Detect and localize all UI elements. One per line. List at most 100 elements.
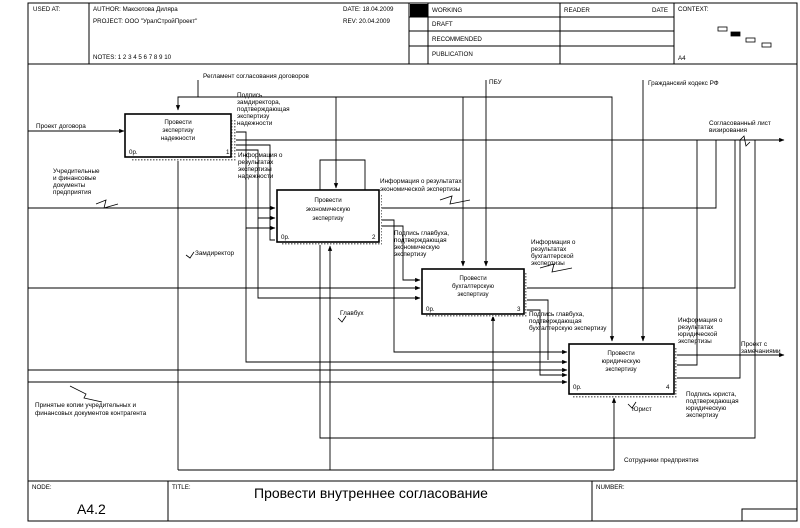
activity-title-line: экспертизу [605, 366, 637, 373]
label-podpis-zam-line: Подпись [237, 92, 263, 99]
label-info-nadezh-line: Информация о [238, 152, 283, 159]
label-info-buh-line: бухгалтерской [531, 252, 574, 260]
label-podpis-glavbuh-buh-line: бухгалтерскую экспертизу [529, 324, 607, 332]
activity-cost: 0р. [129, 149, 138, 156]
label-proekt-zamech-line: замечаниями [741, 348, 781, 355]
context-node: A4 [678, 55, 686, 62]
revision: REV: 20.04.2009 [343, 18, 390, 25]
label-podpis-glavbuh-buh-line: подтверждающая [529, 318, 582, 325]
label-info-yur-line: юридической [678, 330, 718, 338]
status-recommended: RECOMMENDED [432, 36, 482, 43]
label-podpis-yurist-line: подтверждающая [686, 398, 739, 405]
label-gk: Гражданский кодекс РФ [648, 79, 719, 87]
label-soglasovan-line: Согласованный лист [709, 119, 771, 127]
header: USED AT: AUTHOR: Максютова Диляра PROJEC… [28, 3, 797, 65]
label-info-buh-line: результатах [531, 246, 567, 253]
activity-title-line: юридическую [602, 358, 641, 365]
label-info-nadezh-line: надежности [238, 173, 274, 180]
context-label: CONTEXT: [678, 6, 709, 13]
date: DATE: 18.04.2009 [343, 6, 394, 13]
label-yurist: Юрист [632, 406, 652, 413]
author: AUTHOR: Максютова Диляра [93, 6, 178, 13]
activity-title-line: Провести [164, 119, 192, 126]
activity-title-line: Провести [314, 197, 342, 204]
activity-box[interactable] [568, 343, 675, 395]
label-podpis-zam-line: замдиректора, [237, 99, 281, 106]
reader-label: READER [564, 7, 590, 14]
label-pbu: ПБУ [489, 79, 503, 86]
activity-number: 1 [226, 149, 230, 156]
activity-box[interactable] [124, 113, 232, 158]
activity-title-line: бухгалтерскую [452, 283, 494, 290]
activity-cost: 0р. [281, 234, 290, 241]
label-info-buh-line: Информация о [531, 239, 576, 246]
used-at-label: USED AT: [33, 6, 60, 13]
label-glavbuh: Главбух [340, 309, 364, 317]
activity-title-line: экспертизу [312, 215, 344, 222]
label-podpis-yurist-line: экспертизу [686, 412, 719, 419]
working-marker [410, 4, 428, 17]
activity-box[interactable] [421, 268, 525, 315]
footer: NODE: A4.2 TITLE: Провести внутреннее со… [28, 480, 798, 522]
title-label: TITLE: [172, 484, 191, 491]
label-podpis-zam-line: экспертизу [237, 113, 270, 120]
activity-title-line: экспертизу [162, 127, 194, 134]
activity-title-line: надежности [161, 135, 196, 142]
context-thumbnail [717, 26, 772, 48]
label-podpis-yurist-line: Подпись юриста, [686, 391, 737, 398]
label-podpis-glavbuh-econ-line: подтверждающая [394, 237, 447, 244]
reader-date-label: DATE [652, 7, 668, 14]
diagram-title: Провести внутреннее согласование [254, 485, 488, 501]
outer-frame [27, 2, 798, 522]
activity-2[interactable]: Провести экономическую экспертизу 0р. 2 [276, 189, 382, 245]
label-podpis-yurist-line: юридическую [686, 405, 726, 412]
activity-1[interactable]: Провести экспертизу надежности 0р. 1 [124, 113, 236, 161]
label-proekt: Проект договора [36, 123, 86, 130]
label-podpis-zam-line: подтверждающая [237, 106, 290, 113]
status-working: WORKING [432, 7, 462, 14]
label-sotrudniki: Сотрудники предприятия [624, 457, 699, 464]
label-reglament: Регламент согласования договоров [203, 73, 310, 80]
arrows [28, 80, 785, 471]
label-podpis-glavbuh-econ-line: экспертизу [394, 251, 427, 258]
activity-number: 2 [372, 234, 376, 241]
label-info-econ-line: экономической экспертизы [380, 185, 461, 193]
notes: NOTES: 1 2 3 4 5 6 7 8 9 10 [93, 54, 172, 61]
activity-box[interactable] [276, 189, 380, 243]
arrow-label-leaders [69, 135, 751, 409]
label-podpis-glavbuh-buh-line: Подпись главбуха, [529, 310, 584, 318]
label-proekt-zamech-line: Проект с [741, 341, 768, 348]
activity-3[interactable]: Провести бухгалтерскую экспертизу 0р. 3 [421, 268, 527, 317]
status-publication: PUBLICATION [432, 51, 473, 58]
activity-cost: 0р. [426, 306, 435, 313]
label-kopii-line: Принятые копии учредительных и [35, 402, 136, 409]
arrow-labels: Регламент согласования договоров ПБУ Гра… [35, 73, 781, 464]
activity-4[interactable]: Провести юридическую экспертизу 0р. 4 [568, 343, 677, 398]
activity-number: 4 [666, 384, 670, 391]
label-uchred-line: и финансовые [53, 175, 97, 182]
project: PROJECT: ООО "УралСтройПроект" [93, 18, 197, 25]
label-soglasovan-line: визирования [709, 127, 748, 134]
label-info-yur-line: экспертизы [678, 338, 712, 345]
label-uchred-line: документы [53, 182, 86, 189]
label-podpis-zam-line: надежности [237, 120, 273, 127]
number-label: NUMBER: [596, 484, 625, 491]
activity-title-line: экспертизу [457, 291, 489, 298]
label-zamdirektor: Замдиректор [195, 250, 234, 257]
label-podpis-glavbuh-econ-line: экономическую [394, 244, 440, 251]
label-info-econ-line: Информация о результатах [380, 178, 462, 185]
label-kopii-line: финансовых документов контрагента [35, 410, 147, 417]
label-uchred-line: Учредительные [53, 168, 100, 175]
label-info-nadezh-line: результатах [238, 159, 274, 166]
node-value: A4.2 [77, 501, 106, 517]
label-info-buh-line: экспертизы [531, 260, 565, 267]
activity-title-line: Провести [607, 350, 635, 357]
label-info-yur-line: результатах [678, 324, 714, 331]
label-uchred-line: предприятия [53, 189, 92, 196]
activity-title-line: Провести [459, 275, 487, 282]
label-info-yur-line: Информация о [678, 317, 723, 324]
activity-number: 3 [517, 306, 521, 313]
node-label: NODE: [32, 484, 52, 491]
